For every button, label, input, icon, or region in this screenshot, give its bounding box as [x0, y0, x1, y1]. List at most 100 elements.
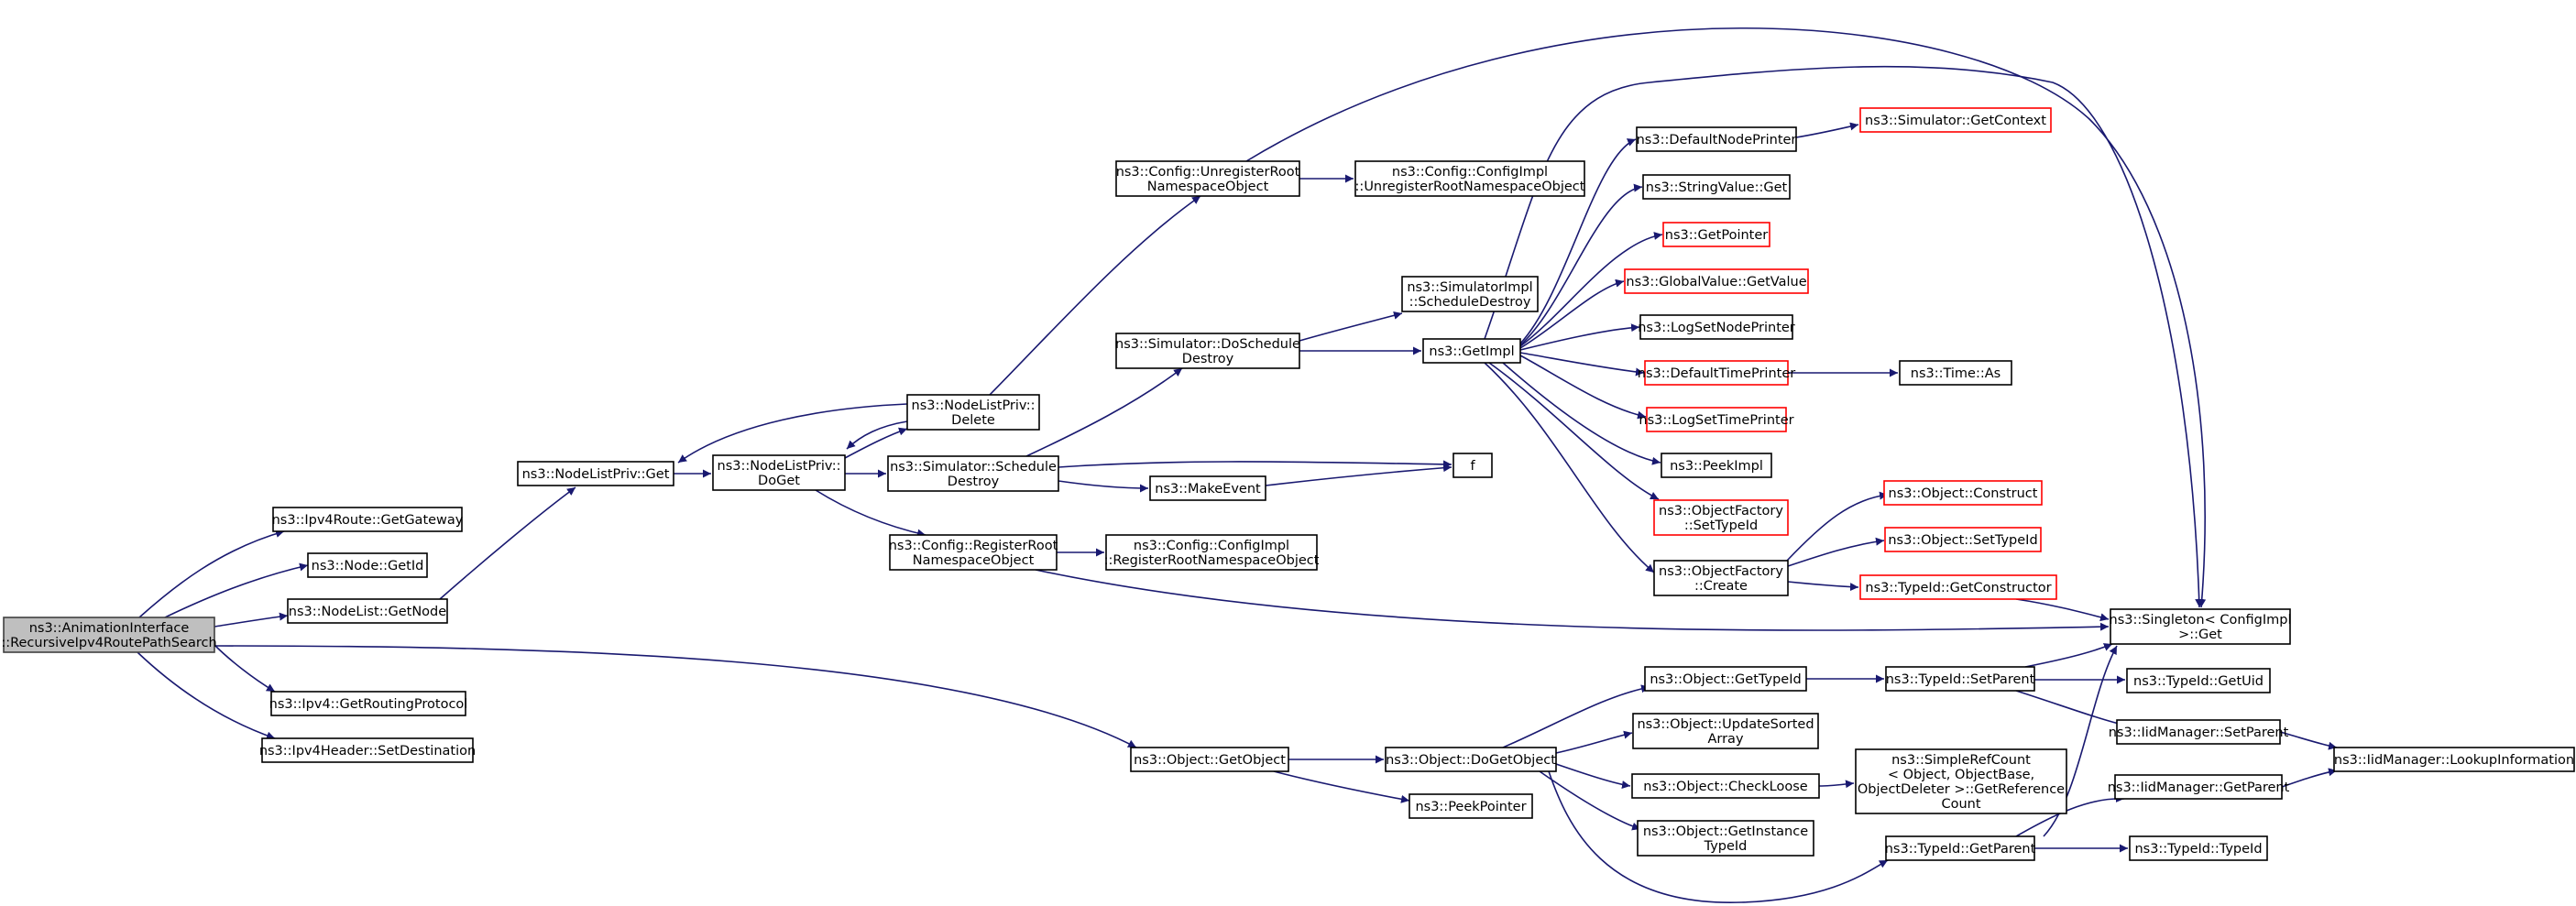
edge-get-impl-to-string-value-get	[1519, 183, 1643, 346]
node-set-destination[interactable]: ns3::Ipv4Header::SetDestination	[259, 737, 476, 763]
node-node-list-get-node[interactable]: ns3::NodeList::GetNode	[287, 598, 448, 624]
node-label: ns3::Object::GetInstance	[1643, 824, 1808, 839]
node-box	[1661, 453, 1772, 478]
node-label: ns3::AnimationInterface	[29, 621, 190, 636]
node-label: NamespaceObject	[1147, 180, 1269, 194]
node-object-get-object[interactable]: ns3::Object::GetObject	[1130, 747, 1289, 772]
node-cfg-register-root[interactable]: ns3::Config::RegisterRootNamespaceObject	[889, 534, 1058, 571]
node-log-set-node-printer[interactable]: ns3::LogSetNodePrinter	[1638, 314, 1795, 340]
edge-iid-getparent-to-lookup-info	[2281, 768, 2338, 788]
edge-check-loose-to-simple-ref-count	[1818, 780, 1855, 789]
edge-get-impl-to-obj-factory-create	[1484, 362, 1655, 573]
node-box	[1385, 747, 1557, 772]
node-get-pointer[interactable]: ns3::GetPointer	[1662, 222, 1770, 247]
node-global-value-get-value[interactable]: ns3::GlobalValue::GetValue	[1624, 268, 1809, 294]
node-box	[1354, 160, 1585, 197]
node-get-routing-protocol[interactable]: ns3::Ipv4::GetRoutingProtocol	[269, 691, 468, 716]
node-label: NamespaceObject	[913, 553, 1035, 568]
node-type-id-set-parent[interactable]: ns3::TypeId::SetParent	[1885, 666, 2035, 692]
node-label: ns3::Object::GetTypeId	[1650, 672, 1801, 687]
node-type-id-get-constructor[interactable]: ns3::TypeId::GetConstructor	[1859, 574, 2057, 600]
node-box	[2129, 835, 2268, 861]
node-iid-lookup-info[interactable]: ns3::IidManager::LookupInformation	[2333, 747, 2575, 772]
node-type-id-type-id[interactable]: ns3::TypeId::TypeId	[2129, 835, 2268, 861]
node-obj-factory-set-type-id[interactable]: ns3::ObjectFactory::SetTypeId	[1653, 499, 1789, 536]
node-peek-pointer[interactable]: ns3::PeekPointer	[1409, 793, 1533, 819]
node-label: ns3::DefaultNodePrinter	[1637, 133, 1797, 147]
node-type-id-get-parent[interactable]: ns3::TypeId::GetParent	[1885, 835, 2036, 861]
edge-get-object-to-peek-pointer	[1273, 770, 1410, 803]
node-label: ns3::SimulatorImpl	[1407, 280, 1532, 295]
node-nlp-do-get[interactable]: ns3::NodeListPriv::DoGet	[712, 454, 846, 491]
node-cfg-impl-unreg[interactable]: ns3::Config::ConfigImpl::UnregisterRootN…	[1354, 160, 1585, 197]
node-root[interactable]: ns3::AnimationInterface::RecursiveIpv4Ro…	[1, 617, 217, 653]
node-object-check-loose[interactable]: ns3::Object::CheckLoose	[1631, 773, 1820, 799]
node-label: TypeId	[1704, 839, 1748, 854]
node-box	[1644, 360, 1789, 386]
edge-root-to-node-get-id	[164, 562, 309, 618]
node-box	[1885, 835, 2035, 861]
node-label: Count	[1941, 797, 1980, 812]
node-cfg-unregister-root[interactable]: ns3::Config::UnregisterRootNamespaceObje…	[1115, 160, 1300, 197]
node-obj-factory-create[interactable]: ns3::ObjectFactory::Create	[1653, 560, 1789, 596]
node-iid-set-parent[interactable]: ns3::IidManager::SetParent	[2109, 719, 2289, 745]
node-object-construct[interactable]: ns3::Object::Construct	[1883, 480, 2043, 506]
node-box	[1653, 560, 1789, 596]
node-cfg-impl-reg[interactable]: ns3::Config::ConfigImpl::RegisterRootNam…	[1104, 534, 1320, 571]
node-box	[270, 691, 466, 716]
node-label: ns3::IidManager::LookupInformation	[2334, 753, 2574, 768]
node-nlp-delete[interactable]: ns3::NodeListPriv::Delete	[906, 394, 1040, 431]
node-peek-impl[interactable]: ns3::PeekImpl	[1661, 453, 1772, 478]
node-default-node-printer[interactable]: ns3::DefaultNodePrinter	[1636, 126, 1797, 152]
edge-obj-factory-create-to-construct	[1786, 491, 1889, 562]
node-label: ns3::IidManager::SetParent	[2109, 726, 2289, 740]
node-get-impl[interactable]: ns3::GetImpl	[1422, 338, 1521, 364]
node-sim-impl-sched-destroy[interactable]: ns3::SimulatorImpl::ScheduleDestroy	[1401, 276, 1539, 312]
edge-do-get-object-to-update-sorted	[1555, 730, 1633, 754]
node-label: ns3::Object::UpdateSorted	[1637, 717, 1814, 732]
node-box	[517, 461, 674, 486]
node-label: ns3::Simulator::GetContext	[1865, 114, 2046, 128]
edge-obj-factory-create-to-settypeid	[1787, 537, 1885, 567]
edge-get-impl-to-global-value	[1519, 278, 1625, 349]
node-box	[1130, 747, 1289, 772]
node-label: ns3::Ipv4Header::SetDestination	[259, 744, 476, 759]
node-time-as[interactable]: ns3::Time::As	[1899, 360, 2012, 386]
node-string-value-get[interactable]: ns3::StringValue::Get	[1642, 174, 1791, 200]
edge-iid-setparent-to-lookup-info	[2279, 731, 2338, 750]
call-nodes: ns3::AnimationInterface::RecursiveIpv4Ro…	[1, 107, 2575, 861]
node-default-time-printer[interactable]: ns3::DefaultTimePrinter	[1638, 360, 1795, 386]
node-f[interactable]: f	[1452, 453, 1493, 478]
node-label: ns3::MakeEvent	[1155, 482, 1261, 497]
node-box	[1149, 475, 1266, 501]
edge-cfg-register-to-singleton	[1035, 569, 2110, 631]
node-label: ns3::GlobalValue::GetValue	[1626, 275, 1806, 289]
node-box	[887, 455, 1059, 492]
node-nlp-get[interactable]: ns3::NodeListPriv::Get	[517, 461, 674, 486]
node-type-id-get-uid[interactable]: ns3::TypeId::GetUid	[2126, 668, 2271, 693]
node-singleton-get[interactable]: ns3::Singleton< ConfigImpl >::Get	[2110, 608, 2292, 645]
node-object-do-get-object[interactable]: ns3::Object::DoGetObject	[1385, 747, 1557, 772]
node-object-set-type-id[interactable]: ns3::Object::SetTypeId	[1884, 527, 2042, 552]
node-iid-get-parent[interactable]: ns3::IidManager::GetParent	[2108, 774, 2290, 800]
edge-sim-sched-destroy-to-make-event	[1058, 480, 1149, 493]
node-label: ns3::Simulator::Schedule	[890, 460, 1057, 475]
node-box	[2116, 719, 2281, 745]
node-object-get-type-id[interactable]: ns3::Object::GetTypeId	[1644, 666, 1807, 692]
node-sim-sched-destroy[interactable]: ns3::Simulator::ScheduleDestroy	[887, 455, 1059, 492]
node-label: ns3::Node::GetId	[312, 559, 424, 573]
edge-get-impl-to-singleton	[1484, 65, 2204, 608]
node-box	[1409, 793, 1533, 819]
node-node-get-id[interactable]: ns3::Node::GetId	[307, 552, 428, 578]
node-sim-get-context[interactable]: ns3::Simulator::GetContext	[1859, 107, 2052, 133]
node-simple-ref-count[interactable]: ns3::SimpleRefCount< Object, ObjectBase,…	[1855, 748, 2067, 814]
node-box	[1644, 666, 1807, 692]
node-make-event[interactable]: ns3::MakeEvent	[1149, 475, 1266, 501]
node-log-set-time-printer[interactable]: ns3::LogSetTimePrinter	[1639, 407, 1794, 432]
node-box	[1639, 314, 1793, 340]
node-get-gateway[interactable]: ns3::Ipv4Route::GetGateway	[272, 507, 464, 532]
